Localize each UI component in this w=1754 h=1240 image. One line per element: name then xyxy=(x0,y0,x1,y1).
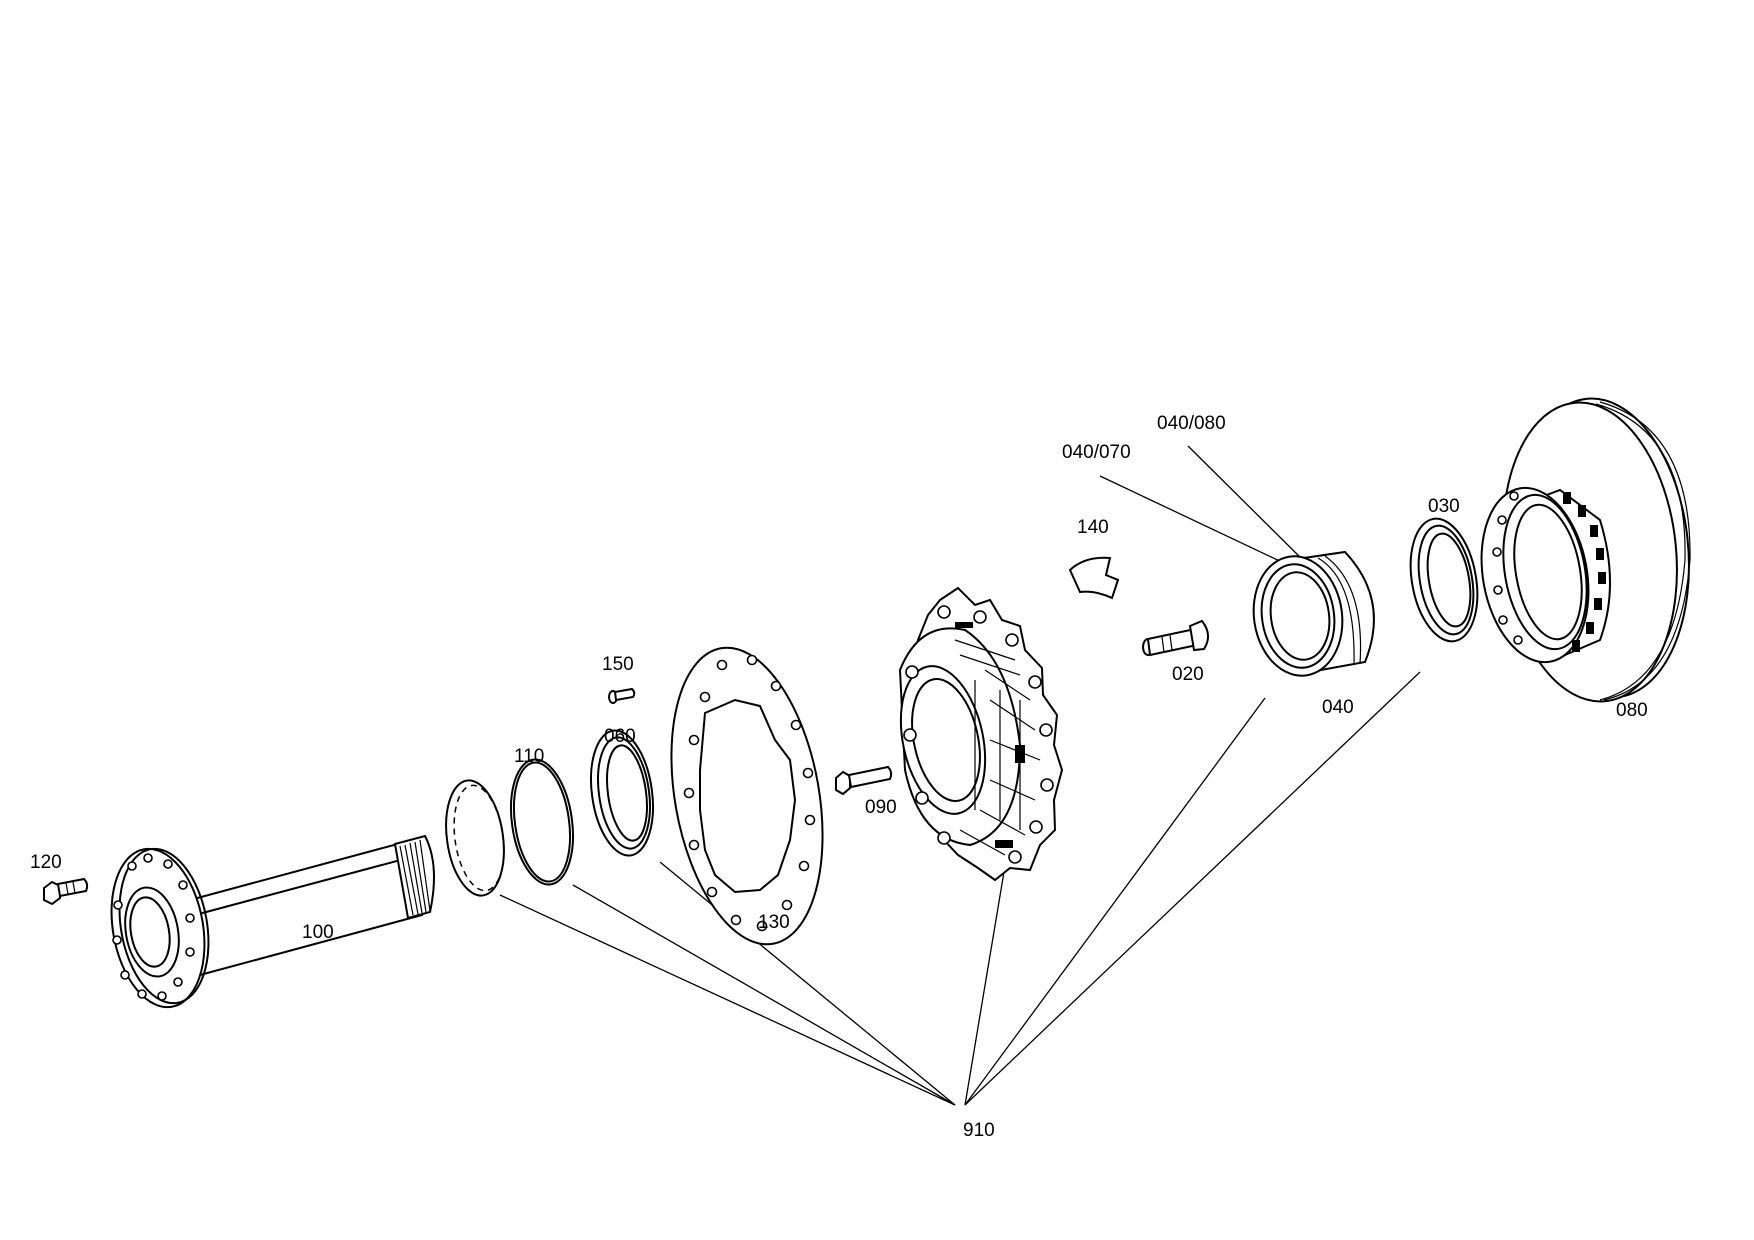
clip-140 xyxy=(1068,556,1120,600)
callout-040-070: 040/070 xyxy=(1062,442,1131,463)
seal-060 xyxy=(590,729,654,857)
callout-110: 110 xyxy=(514,746,544,767)
callout-120: 120 xyxy=(30,852,62,873)
o-ring-110 xyxy=(510,758,574,886)
callout-060: 060 xyxy=(604,726,636,747)
bolt-120 xyxy=(43,877,89,906)
callout-030: 030 xyxy=(1428,496,1460,517)
brake-disc-080 xyxy=(1480,397,1691,703)
leader-line-040-070 xyxy=(1099,475,1306,574)
callout-020: 020 xyxy=(1172,664,1204,685)
callout-090: 090 xyxy=(865,797,897,818)
callout-100: 100 xyxy=(302,922,334,943)
callout-150: 150 xyxy=(602,654,634,675)
seal-030 xyxy=(1409,517,1479,643)
bearing-040 xyxy=(1252,550,1375,677)
wheel-hub xyxy=(898,586,1064,882)
callout-140: 140 xyxy=(1077,517,1109,538)
wheel-stud-020 xyxy=(1142,619,1209,657)
axle-shaft-100 xyxy=(110,834,435,1009)
callout-910: 910 xyxy=(963,1120,995,1141)
gasket-130 xyxy=(670,646,824,946)
leader-line-040-080 xyxy=(1187,445,1309,566)
callout-080: 080 xyxy=(1616,700,1648,721)
bolt-090 xyxy=(835,765,893,796)
callout-040: 040 xyxy=(1322,697,1354,718)
screw-150 xyxy=(608,687,636,704)
leader-lines-910 xyxy=(499,671,1421,1106)
callout-040-080: 040/080 xyxy=(1157,413,1226,434)
callout-130: 130 xyxy=(758,912,790,933)
snap-ring-910 xyxy=(445,779,505,897)
